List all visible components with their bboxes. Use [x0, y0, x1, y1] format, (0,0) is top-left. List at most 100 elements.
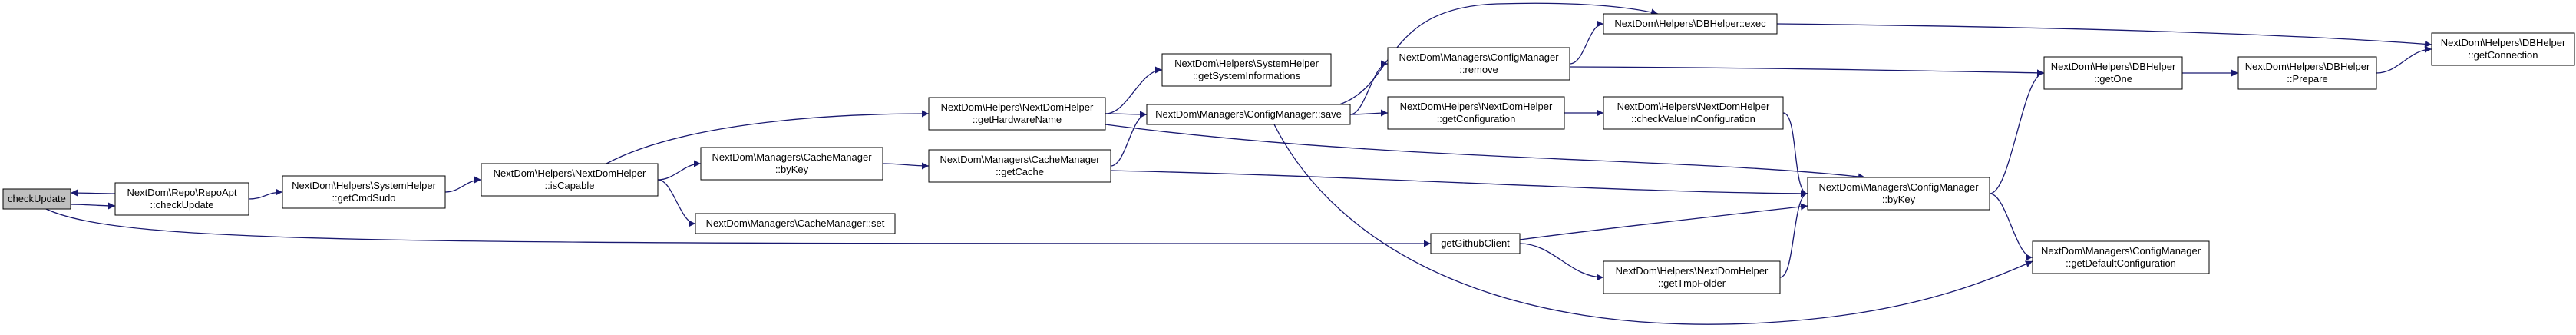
- edge-config-manager-remove-to-db-helper-get-one: [1569, 66, 2045, 77]
- edge-system-helper-get-cmd-sudo-to-nextdom-helper-is-capable: [444, 176, 482, 193]
- node-label-line: NextDom\Helpers\NextDomHelper: [494, 168, 646, 179]
- edge-check-update-to-get-github-client: [45, 208, 1432, 247]
- node-box: [114, 182, 249, 216]
- edge-repo-apt-check-update-to-check-update: [70, 189, 116, 197]
- node-box: [928, 97, 1106, 131]
- node-label-line: NextDom\Helpers\NextDomHelper: [1616, 265, 1769, 277]
- node-label-line: ::byKey: [775, 164, 809, 175]
- node-config-manager-remove[interactable]: NextDom\Managers\ConfigManager::remove: [1387, 47, 1570, 81]
- node-box: [1146, 104, 1351, 125]
- node-box: [1387, 47, 1570, 81]
- node-label-line: ::getCmdSudo: [332, 192, 395, 204]
- node-db-helper-get-one[interactable]: NextDom\Helpers\DBHelper::getOne: [2043, 56, 2183, 90]
- node-box: [695, 213, 896, 234]
- node-box: [481, 163, 659, 197]
- node-box: [1430, 233, 1521, 254]
- edge-config-manager-save-to-nextdom-helper-get-configuration: [1349, 109, 1389, 117]
- node-label-line: ::getConfiguration: [1437, 113, 1516, 124]
- node-box: [1161, 53, 1332, 87]
- node-nextdom-helper-get-hardware-name[interactable]: NextDom\Helpers\NextDomHelper::getHardwa…: [928, 97, 1106, 131]
- node-check-update[interactable]: checkUpdate: [2, 188, 71, 210]
- edge-config-manager-save-to-config-manager-remove: [1349, 60, 1389, 115]
- edge-cache-manager-by-key-to-cache-manager-get-cache: [882, 162, 930, 170]
- node-nextdom-helper-check-value-in-configuration[interactable]: NextDom\Helpers\NextDomHelper::checkValu…: [1603, 96, 1784, 130]
- edge-db-helper-exec-to-db-helper-get-connection: [1776, 23, 2432, 48]
- edge-nextdom-helper-get-hardware-name-to-system-helper-get-system-informations: [1105, 66, 1163, 114]
- edge-nextdom-helper-get-hardware-name-to-config-manager-by-key: [1105, 124, 1866, 181]
- node-config-manager-by-key[interactable]: NextDom\Managers\ConfigManager::byKey: [1807, 177, 1990, 211]
- node-label-line: NextDom\Managers\CacheManager: [940, 154, 1100, 165]
- node-label-line: NextDom\Helpers\DBHelper: [2051, 61, 2176, 72]
- edge-cache-manager-get-cache-to-config-manager-save: [1110, 111, 1148, 167]
- node-label-line: getGithubClient: [1441, 237, 1510, 249]
- node-db-helper-get-connection[interactable]: NextDom\Helpers\DBHelper::getConnection: [2431, 32, 2575, 66]
- node-label-line: ::remove: [1459, 64, 1498, 75]
- node-nextdom-helper-get-configuration[interactable]: NextDom\Helpers\NextDomHelper::getConfig…: [1387, 96, 1565, 130]
- node-box: [2043, 56, 2183, 90]
- node-label-line: NextDom\Managers\ConfigManager: [2041, 245, 2201, 257]
- node-box: [2237, 56, 2377, 90]
- edge-config-manager-save-to-config-manager-get-default-configuration: [1273, 124, 2033, 325]
- node-box: [282, 175, 446, 209]
- edge-nextdom-helper-is-capable-to-cache-manager-set: [657, 179, 696, 227]
- node-label-line: NextDom\Helpers\NextDomHelper: [1617, 101, 1770, 112]
- node-db-helper-prepare[interactable]: NextDom\Helpers\DBHelper::Prepare: [2237, 56, 2377, 90]
- nodes-layer: checkUpdate NextDom\Repo\RepoApt::checkUp…: [2, 13, 2575, 294]
- node-label-line: ::getDefaultConfiguration: [2066, 257, 2176, 269]
- node-label-line: NextDom\Managers\ConfigManager: [1399, 51, 1559, 63]
- node-label-line: NextDom\Managers\ConfigManager: [1818, 181, 1979, 193]
- node-box: [1807, 177, 1990, 211]
- edge-cache-manager-get-cache-to-config-manager-by-key: [1110, 170, 1808, 197]
- node-system-helper-get-system-informations[interactable]: NextDom\Helpers\SystemHelper::getSystemI…: [1161, 53, 1332, 87]
- node-box: [1603, 96, 1784, 130]
- node-system-helper-get-cmd-sudo[interactable]: NextDom\Helpers\SystemHelper::getCmdSudo: [282, 175, 446, 209]
- node-cache-manager-set[interactable]: NextDom\Managers\CacheManager::set: [695, 213, 896, 234]
- edge-get-github-client-to-config-manager-by-key: [1519, 203, 1808, 240]
- edge-repo-apt-check-update-to-system-helper-get-cmd-sudo: [248, 188, 283, 200]
- node-label-line: NextDom\Managers\ConfigManager::save: [1155, 108, 1342, 120]
- node-label-line: ::getTmpFolder: [1658, 277, 1726, 289]
- edge-nextdom-helper-check-value-in-configuration-to-config-manager-by-key: [1782, 112, 1808, 197]
- node-label-line: NextDom\Helpers\DBHelper: [2245, 61, 2370, 72]
- edge-config-manager-by-key-to-config-manager-get-default-configuration: [1989, 193, 2033, 261]
- node-label-line: NextDom\Managers\CacheManager::set: [706, 217, 885, 229]
- node-label-line: NextDom\Helpers\SystemHelper: [292, 180, 437, 191]
- edge-config-manager-remove-to-db-helper-exec: [1569, 20, 1604, 65]
- node-db-helper-exec[interactable]: NextDom\Helpers\DBHelper::exec: [1603, 13, 1778, 35]
- node-label-line: ::isCapable: [544, 180, 594, 191]
- edge-nextdom-helper-is-capable-to-cache-manager-by-key: [657, 160, 702, 181]
- edge-config-manager-by-key-to-db-helper-get-one: [1989, 69, 2045, 194]
- node-label-line: ::getOne: [2094, 73, 2132, 85]
- node-box: [2431, 32, 2575, 66]
- node-label-line: ::getCache: [996, 166, 1044, 177]
- node-cache-manager-get-cache[interactable]: NextDom\Managers\CacheManager::getCache: [928, 149, 1111, 183]
- node-label-line: NextDom\Helpers\DBHelper: [2441, 37, 2566, 48]
- node-label-line: ::getSystemInformations: [1193, 70, 1301, 81]
- node-box: [1603, 260, 1781, 294]
- node-box: [2, 188, 71, 210]
- node-nextdom-helper-get-tmp-folder[interactable]: NextDom\Helpers\NextDomHelper::getTmpFol…: [1603, 260, 1781, 294]
- node-get-github-client[interactable]: getGithubClient: [1430, 233, 1521, 254]
- node-config-manager-get-default-configuration[interactable]: NextDom\Managers\ConfigManager::getDefau…: [2032, 240, 2210, 274]
- node-label-line: NextDom\Managers\CacheManager: [712, 151, 872, 163]
- node-label-line: ::byKey: [1882, 194, 1916, 205]
- node-label-line: ::checkUpdate: [150, 199, 213, 211]
- node-box: [1603, 13, 1778, 35]
- node-repo-apt-check-update[interactable]: NextDom\Repo\RepoApt::checkUpdate: [114, 182, 249, 216]
- node-box: [2032, 240, 2210, 274]
- node-nextdom-helper-is-capable[interactable]: NextDom\Helpers\NextDomHelper::isCapable: [481, 163, 659, 197]
- node-label-line: NextDom\Repo\RepoApt: [127, 187, 236, 198]
- node-box: [928, 149, 1111, 183]
- edge-nextdom-helper-is-capable-to-nextdom-helper-get-hardware-name: [606, 110, 930, 164]
- node-label-line: checkUpdate: [8, 193, 66, 204]
- edge-nextdom-helper-get-tmp-folder-to-config-manager-by-key: [1779, 190, 1808, 278]
- node-label-line: ::checkValueInConfiguration: [1631, 113, 1755, 124]
- node-label-line: NextDom\Helpers\DBHelper::exec: [1614, 18, 1766, 29]
- node-label-line: ::getConnection: [2468, 49, 2538, 61]
- node-label-line: NextDom\Helpers\NextDomHelper: [1400, 101, 1553, 112]
- node-label-line: NextDom\Helpers\NextDomHelper: [941, 101, 1094, 113]
- node-config-manager-save[interactable]: NextDom\Managers\ConfigManager::save: [1146, 104, 1351, 125]
- node-box: [700, 147, 883, 181]
- node-cache-manager-by-key[interactable]: NextDom\Managers\CacheManager::byKey: [700, 147, 883, 181]
